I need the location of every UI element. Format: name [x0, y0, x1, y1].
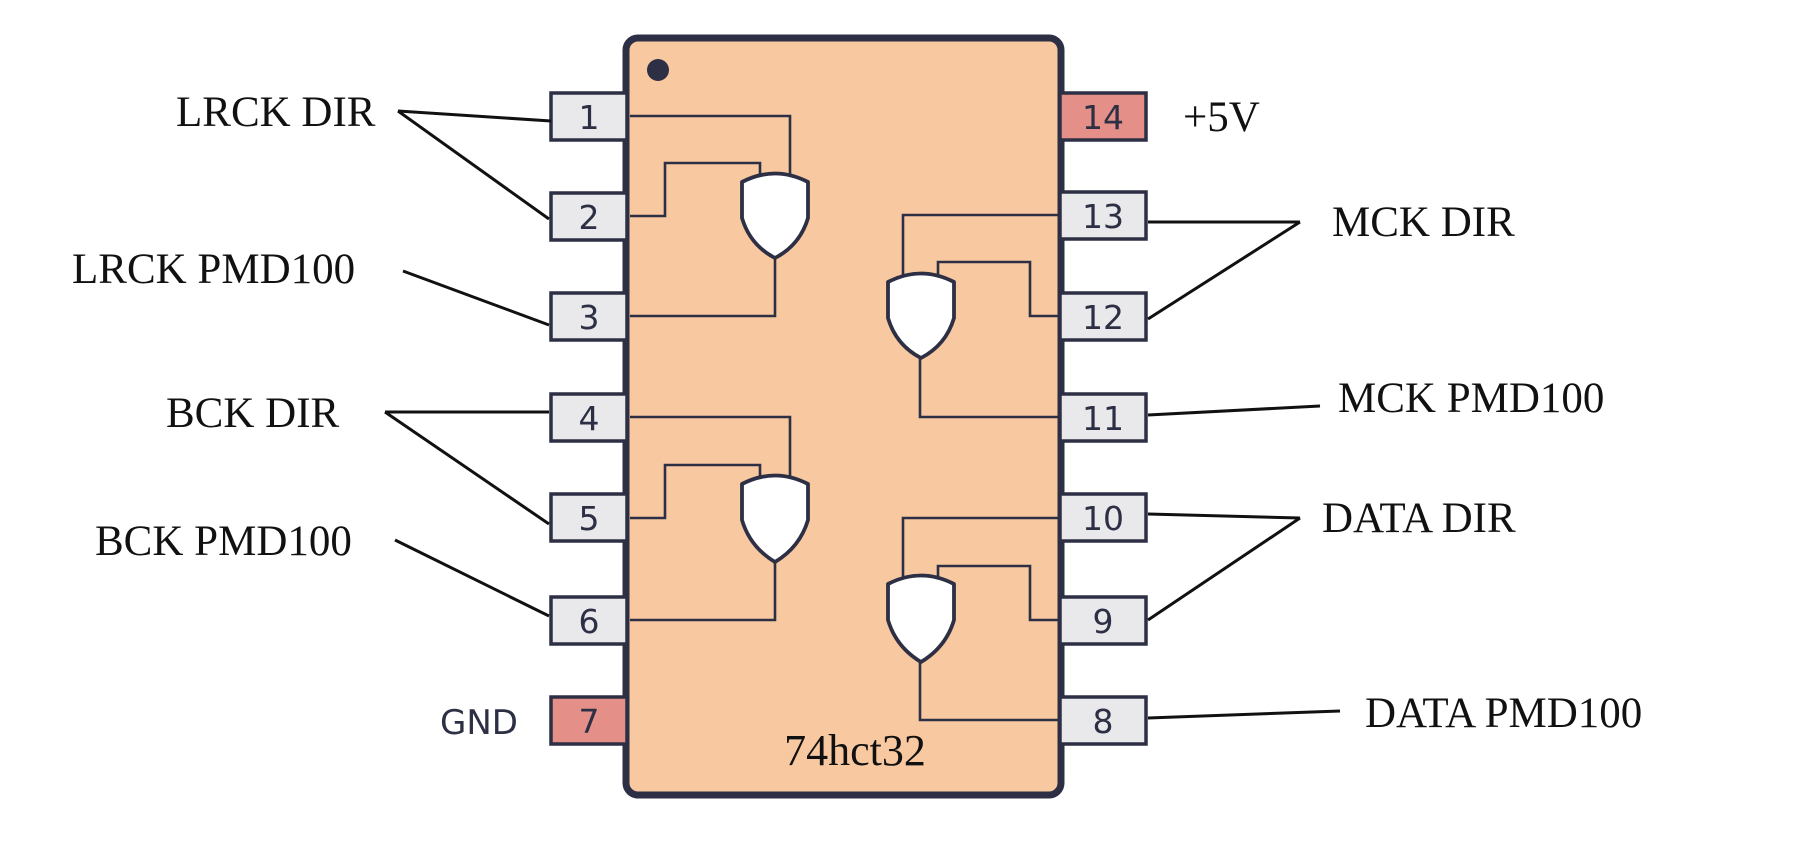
pin-12: 12	[1058, 291, 1148, 342]
wire-gate-a-pin3	[630, 258, 777, 318]
pin-12-number: 12	[1082, 298, 1124, 337]
leader-data-pmd100-pin8	[1147, 709, 1341, 720]
pin-4-number: 4	[579, 399, 600, 438]
wire-gate-d-pin8	[918, 662, 1058, 722]
leader-bck-dir-pin5	[384, 410, 550, 526]
pin-2: 2	[549, 191, 629, 242]
leader-lrck-dir-pin2	[397, 109, 550, 221]
label-bck-pmd100: BCK PMD100	[95, 518, 352, 565]
leader-lrck-dir-pin1	[397, 109, 552, 123]
wire-pin10-gate-d	[901, 516, 1058, 582]
pin-13: 13	[1058, 190, 1148, 241]
pin-6-number: 6	[579, 602, 600, 641]
pin-11-number: 11	[1082, 399, 1124, 438]
wire-pin4-gate-b	[630, 415, 792, 482]
pin-14-number: 14	[1082, 98, 1124, 137]
pin-3: 3	[549, 291, 629, 342]
pin1-marker-dot	[647, 59, 669, 81]
pin-10: 10	[1058, 492, 1148, 543]
or-gate-d-icon	[886, 573, 956, 664]
pin-14: 14	[1058, 91, 1148, 142]
pin-4: 4	[549, 392, 629, 443]
label-mck-dir: MCK DIR	[1332, 199, 1515, 246]
label-data-dir: DATA DIR	[1322, 495, 1516, 542]
leader-data-dir-pin9	[1147, 516, 1301, 622]
wire-pin2-gate-a	[630, 161, 762, 218]
pin-5-number: 5	[579, 499, 600, 538]
pin-5: 5	[549, 492, 629, 543]
or-gate-c-icon	[886, 271, 956, 360]
wire-pin13-gate-c	[901, 213, 1058, 280]
leader-mck-dir-pin12	[1147, 220, 1301, 321]
pin-9-number: 9	[1093, 602, 1114, 641]
label-vcc: +5V	[1183, 94, 1260, 141]
wire-pin9-gate-d	[936, 564, 1058, 622]
wire-pin1-gate-a	[630, 114, 792, 180]
leader-bck-pmd100-pin6	[394, 538, 550, 618]
wire-gate-b-pin6	[630, 562, 777, 622]
wire-pin12-gate-c	[936, 260, 1058, 318]
chip-part-number: 74hct32	[784, 726, 926, 775]
leader-mck-pmd100-pin11	[1147, 404, 1321, 417]
pin-2-number: 2	[579, 198, 600, 237]
pin-9: 9	[1058, 595, 1148, 646]
label-bck-dir: BCK DIR	[166, 390, 340, 437]
leader-data-dir-pin10	[1147, 512, 1301, 520]
pin-1-number: 1	[579, 98, 600, 137]
label-data-pmd100: DATA PMD100	[1365, 690, 1642, 737]
pin-7-number: 7	[579, 702, 600, 741]
wire-gate-c-pin11	[918, 358, 1058, 419]
label-lrck-pmd100: LRCK PMD100	[72, 246, 355, 293]
or-gate-a-icon	[740, 171, 810, 260]
wire-pin5-gate-b	[630, 463, 762, 520]
pin-6: 6	[549, 595, 629, 646]
pin-7: 7	[549, 695, 629, 746]
pin-13-number: 13	[1082, 197, 1124, 236]
pin-3-number: 3	[579, 298, 600, 337]
label-lrck-dir: LRCK DIR	[176, 89, 376, 136]
pin-8-number: 8	[1093, 702, 1114, 741]
pin-10-number: 10	[1082, 499, 1124, 538]
or-gate-b-icon	[740, 473, 810, 564]
label-mck-pmd100: MCK PMD100	[1338, 375, 1604, 422]
pin-8: 8	[1058, 695, 1148, 746]
leader-lrck-pmd100-pin3	[402, 269, 550, 327]
pin-1: 1	[549, 91, 629, 142]
pin-11: 11	[1058, 392, 1148, 443]
label-gnd: GND	[440, 703, 518, 743]
